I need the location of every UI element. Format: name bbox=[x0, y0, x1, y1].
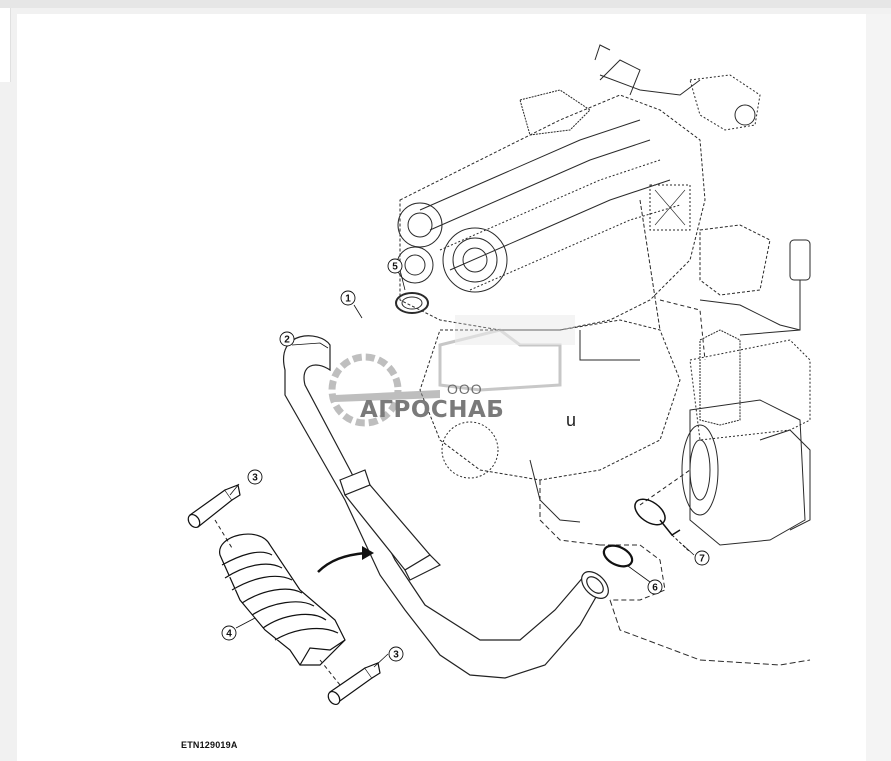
callout-1: 1 bbox=[340, 290, 356, 306]
svg-text:1: 1 bbox=[345, 294, 351, 305]
watermark-prefix: ООО bbox=[447, 381, 483, 397]
o-ring bbox=[602, 544, 634, 568]
watermark-company-name: АГРОСНАБ bbox=[360, 397, 505, 423]
left-panel-edge bbox=[0, 8, 11, 82]
svg-text:4: 4 bbox=[226, 629, 232, 640]
right-gutter bbox=[866, 14, 891, 761]
install-arrow-head bbox=[362, 546, 374, 560]
exhaust-pipe bbox=[282, 335, 609, 679]
callout-3-upper: 3 bbox=[247, 469, 263, 485]
svg-text:6: 6 bbox=[652, 583, 658, 594]
watermark-emblem bbox=[328, 315, 575, 427]
hose-clamp-upper bbox=[187, 484, 241, 529]
svg-text:2: 2 bbox=[284, 335, 290, 346]
band-clamp bbox=[634, 498, 691, 553]
hose-clamp-lower bbox=[327, 662, 381, 706]
callout-7: 7 bbox=[694, 550, 710, 566]
install-arrow bbox=[317, 551, 366, 573]
svg-text:5: 5 bbox=[392, 262, 398, 273]
callout-3-lower: 3 bbox=[388, 646, 404, 662]
watermark-suffix: u bbox=[566, 410, 577, 430]
callout-2: 2 bbox=[279, 331, 295, 347]
callout-5: 5 bbox=[387, 258, 403, 274]
svg-text:3: 3 bbox=[393, 650, 399, 661]
callout-6: 6 bbox=[647, 579, 663, 595]
callout-leaders bbox=[229, 269, 695, 668]
top-bar bbox=[0, 0, 891, 8]
svg-text:7: 7 bbox=[699, 554, 705, 565]
clamp-guide-line bbox=[639, 469, 691, 506]
svg-text:3: 3 bbox=[252, 473, 258, 484]
figure-code: ETN129019A bbox=[181, 740, 238, 750]
engine-assembly bbox=[395, 44, 811, 666]
assembly-guide-lines bbox=[214, 519, 341, 686]
callout-4: 4 bbox=[221, 625, 237, 641]
rubber-bellows bbox=[219, 533, 346, 666]
